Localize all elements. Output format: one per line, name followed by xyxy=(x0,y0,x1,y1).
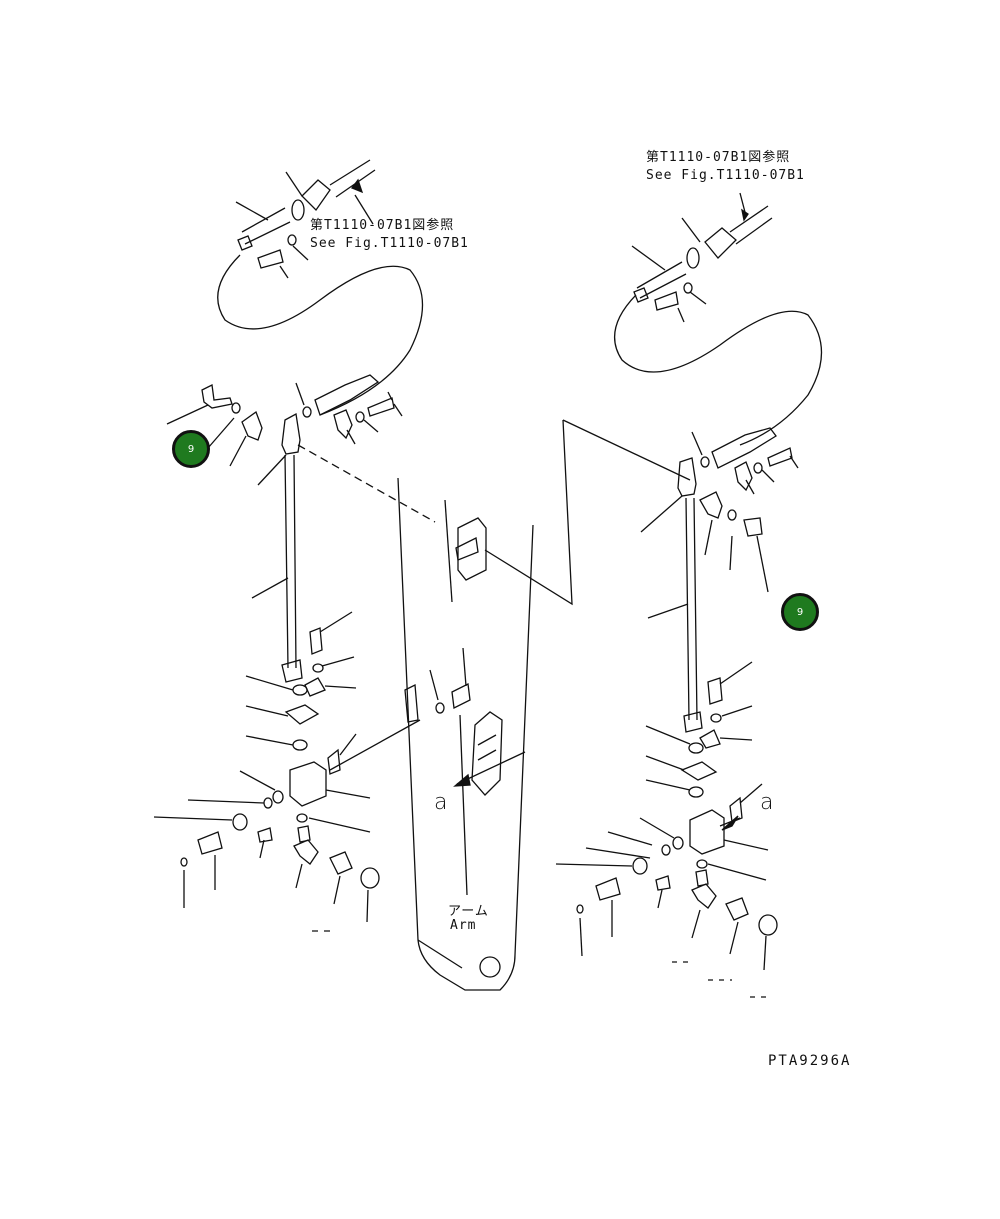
left-reference-en: See Fig.T1110-07B1 xyxy=(310,236,469,251)
detail-mark-right: a xyxy=(760,790,774,815)
arm-outline xyxy=(297,419,739,991)
left-reference-jp: 第T1110-07B1図参照 xyxy=(310,218,455,233)
callout-right-9[interactable]: 9 xyxy=(781,593,819,631)
arm-label-en: Arm xyxy=(450,918,477,933)
right-hose-assembly xyxy=(555,192,823,998)
drawing-code: PTA9296A xyxy=(768,1053,852,1069)
right-reference-jp: 第T1110-07B1図参照 xyxy=(646,150,791,165)
right-reference-en: See Fig.T1110-07B1 xyxy=(646,168,805,183)
detail-mark-left: a xyxy=(434,790,448,815)
arm-label-jp: アーム xyxy=(448,904,489,919)
left-hose-assembly xyxy=(153,159,471,932)
callout-left-9[interactable]: 9 xyxy=(172,430,210,468)
